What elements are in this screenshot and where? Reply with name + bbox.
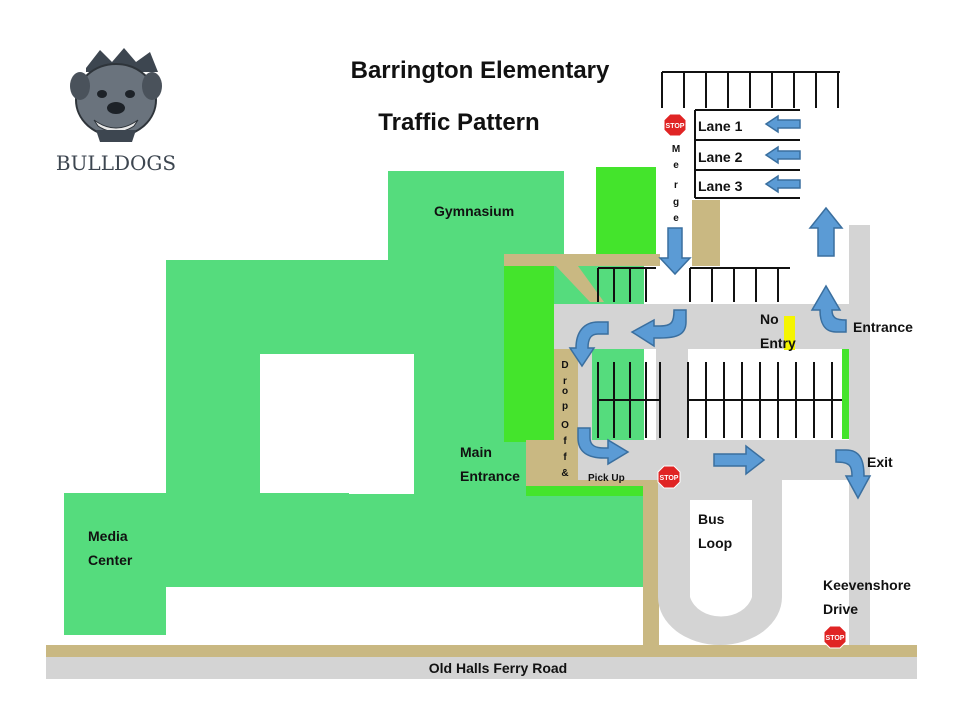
grass-area <box>504 266 554 442</box>
svg-text:f: f <box>563 436 567 447</box>
direction-arrow-icon <box>568 114 872 500</box>
parking-lot-top <box>661 71 840 108</box>
grass-area <box>596 167 656 259</box>
drop-off-label: D r o p O f f & <box>561 360 569 479</box>
no-entry-label: No <box>760 311 779 327</box>
title-line-1: Barrington Elementary <box>351 57 610 84</box>
bus-loop-road <box>658 480 782 645</box>
svg-text:e: e <box>673 160 679 171</box>
svg-text:STOP: STOP <box>826 635 845 642</box>
svg-text:o: o <box>562 386 568 397</box>
pavement <box>690 480 752 500</box>
gymnasium-label: Gymnasium <box>434 203 514 219</box>
logo-text: BULLDOGS <box>56 151 176 175</box>
svg-text:D: D <box>561 360 568 371</box>
pickup-lanes <box>694 109 800 199</box>
svg-text:r: r <box>674 180 678 191</box>
merge-label: M e r g e <box>672 144 680 224</box>
parking-lot-lower <box>597 362 842 438</box>
svg-text:STOP: STOP <box>666 123 685 130</box>
svg-text:r: r <box>563 376 567 387</box>
courtyard <box>349 354 414 494</box>
svg-text:p: p <box>562 401 568 412</box>
main-entrance-label: Entrance <box>460 468 520 484</box>
svg-text:M: M <box>672 144 680 155</box>
svg-text:&: & <box>561 468 568 479</box>
svg-text:O: O <box>561 420 569 431</box>
street-label: Keevenshore <box>823 577 911 593</box>
grass-area <box>842 349 853 439</box>
svg-text:g: g <box>673 197 679 208</box>
no-entry-label: Entry <box>760 335 796 351</box>
main-entrance-label: Main <box>460 444 492 460</box>
media-center-label: Media <box>88 528 128 544</box>
exit-label: Exit <box>867 454 893 470</box>
svg-text:e: e <box>673 213 679 224</box>
media-center-label: Center <box>88 552 133 568</box>
bus-loop-label: Loop <box>698 535 732 551</box>
pick-up-label: Pick Up <box>588 473 625 484</box>
street-label: Drive <box>823 601 858 617</box>
lane-label: Lane 2 <box>698 149 743 165</box>
svg-text:STOP: STOP <box>660 475 679 482</box>
lane-label: Lane 3 <box>698 178 743 194</box>
entrance-label: Entrance <box>853 319 913 335</box>
grass-area <box>526 486 643 496</box>
stop-sign-icon: STOP <box>657 465 681 489</box>
road-label: Old Halls Ferry Road <box>429 660 567 676</box>
lane-label: Lane 1 <box>698 118 743 134</box>
stop-sign-icon: STOP <box>663 113 687 137</box>
svg-text:f: f <box>563 452 567 463</box>
no-entry-marker <box>784 316 795 350</box>
stop-sign-icon: STOP <box>823 625 847 649</box>
title-line-2: Traffic Pattern <box>378 109 539 136</box>
parking-lot-middle <box>597 267 790 302</box>
bus-loop-label: Bus <box>698 511 725 527</box>
bulldog-mascot-icon <box>70 48 162 142</box>
